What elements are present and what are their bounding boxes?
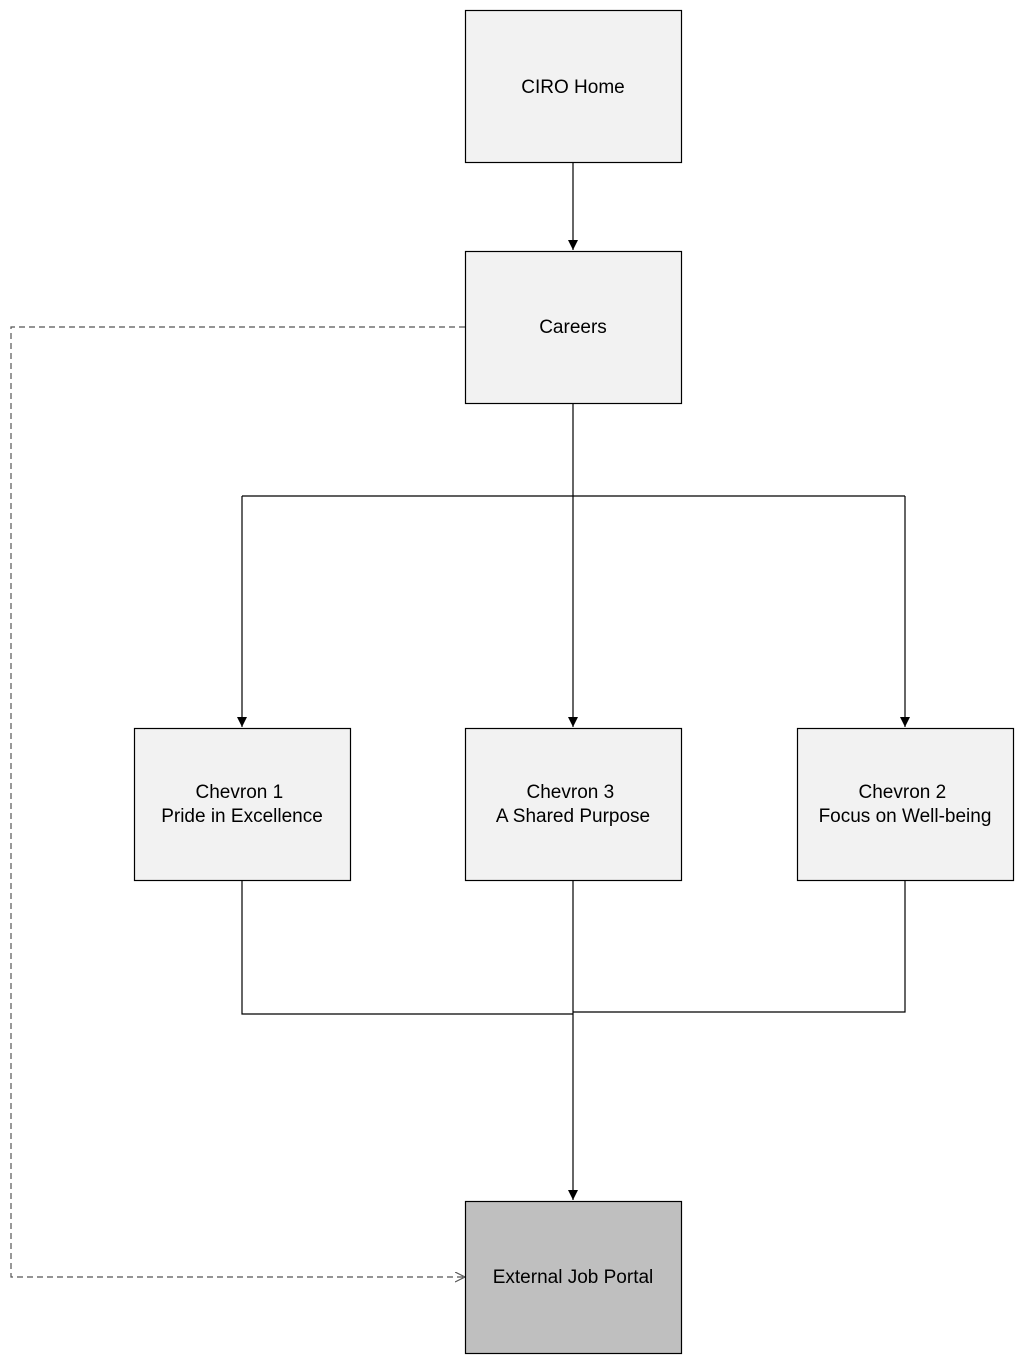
node-chevron3-line-2: A Shared Purpose [496,806,650,827]
node-chevron1-label: Chevron 1 Pride in Excellence [161,782,323,827]
node-chevron1-box [133,727,352,882]
node-home-line-1: CIRO Home [521,77,624,98]
node-chevron3[interactable]: Chevron 3 A Shared Purpose [464,727,683,882]
node-home-box [464,9,683,164]
node-careers-label: Careers [539,317,607,338]
node-home[interactable]: CIRO Home [464,9,683,164]
node-careers-line-1: Careers [539,317,607,338]
edge-chevron2-down [573,880,906,1013]
node-chevron1[interactable]: Chevron 1 Pride in Excellence [133,727,352,882]
node-chevron3-label: Chevron 3 A Shared Purpose [496,782,650,827]
node-chevron1-line-2: Pride in Excellence [161,806,323,827]
node-careers[interactable]: Careers [464,250,683,405]
node-portal-label: External Job Portal [493,1267,654,1288]
node-careers-box [464,250,683,405]
node-home-label: CIRO Home [521,77,624,98]
edge-careers-to-portal-dashed [10,326,465,1277]
node-chevron2-line-1: Chevron 2 [859,782,947,803]
node-chevron2[interactable]: Chevron 2 Focus on Well-being [796,727,1015,882]
edge-chevron1-down [241,880,573,1015]
connectors [237,163,910,1200]
node-portal-line-1: External Job Portal [493,1267,654,1288]
node-portal[interactable]: External Job Portal [464,1200,683,1355]
node-chevron3-box [464,727,683,882]
node-chevron1-line-1: Chevron 1 [196,782,284,803]
node-chevron3-line-1: Chevron 3 [527,782,615,803]
node-chevron2-box [796,727,1015,882]
node-portal-box [464,1200,683,1355]
node-chevron2-line-2: Focus on Well-being [819,806,992,827]
node-chevron2-label: Chevron 2 Focus on Well-being [819,782,992,827]
